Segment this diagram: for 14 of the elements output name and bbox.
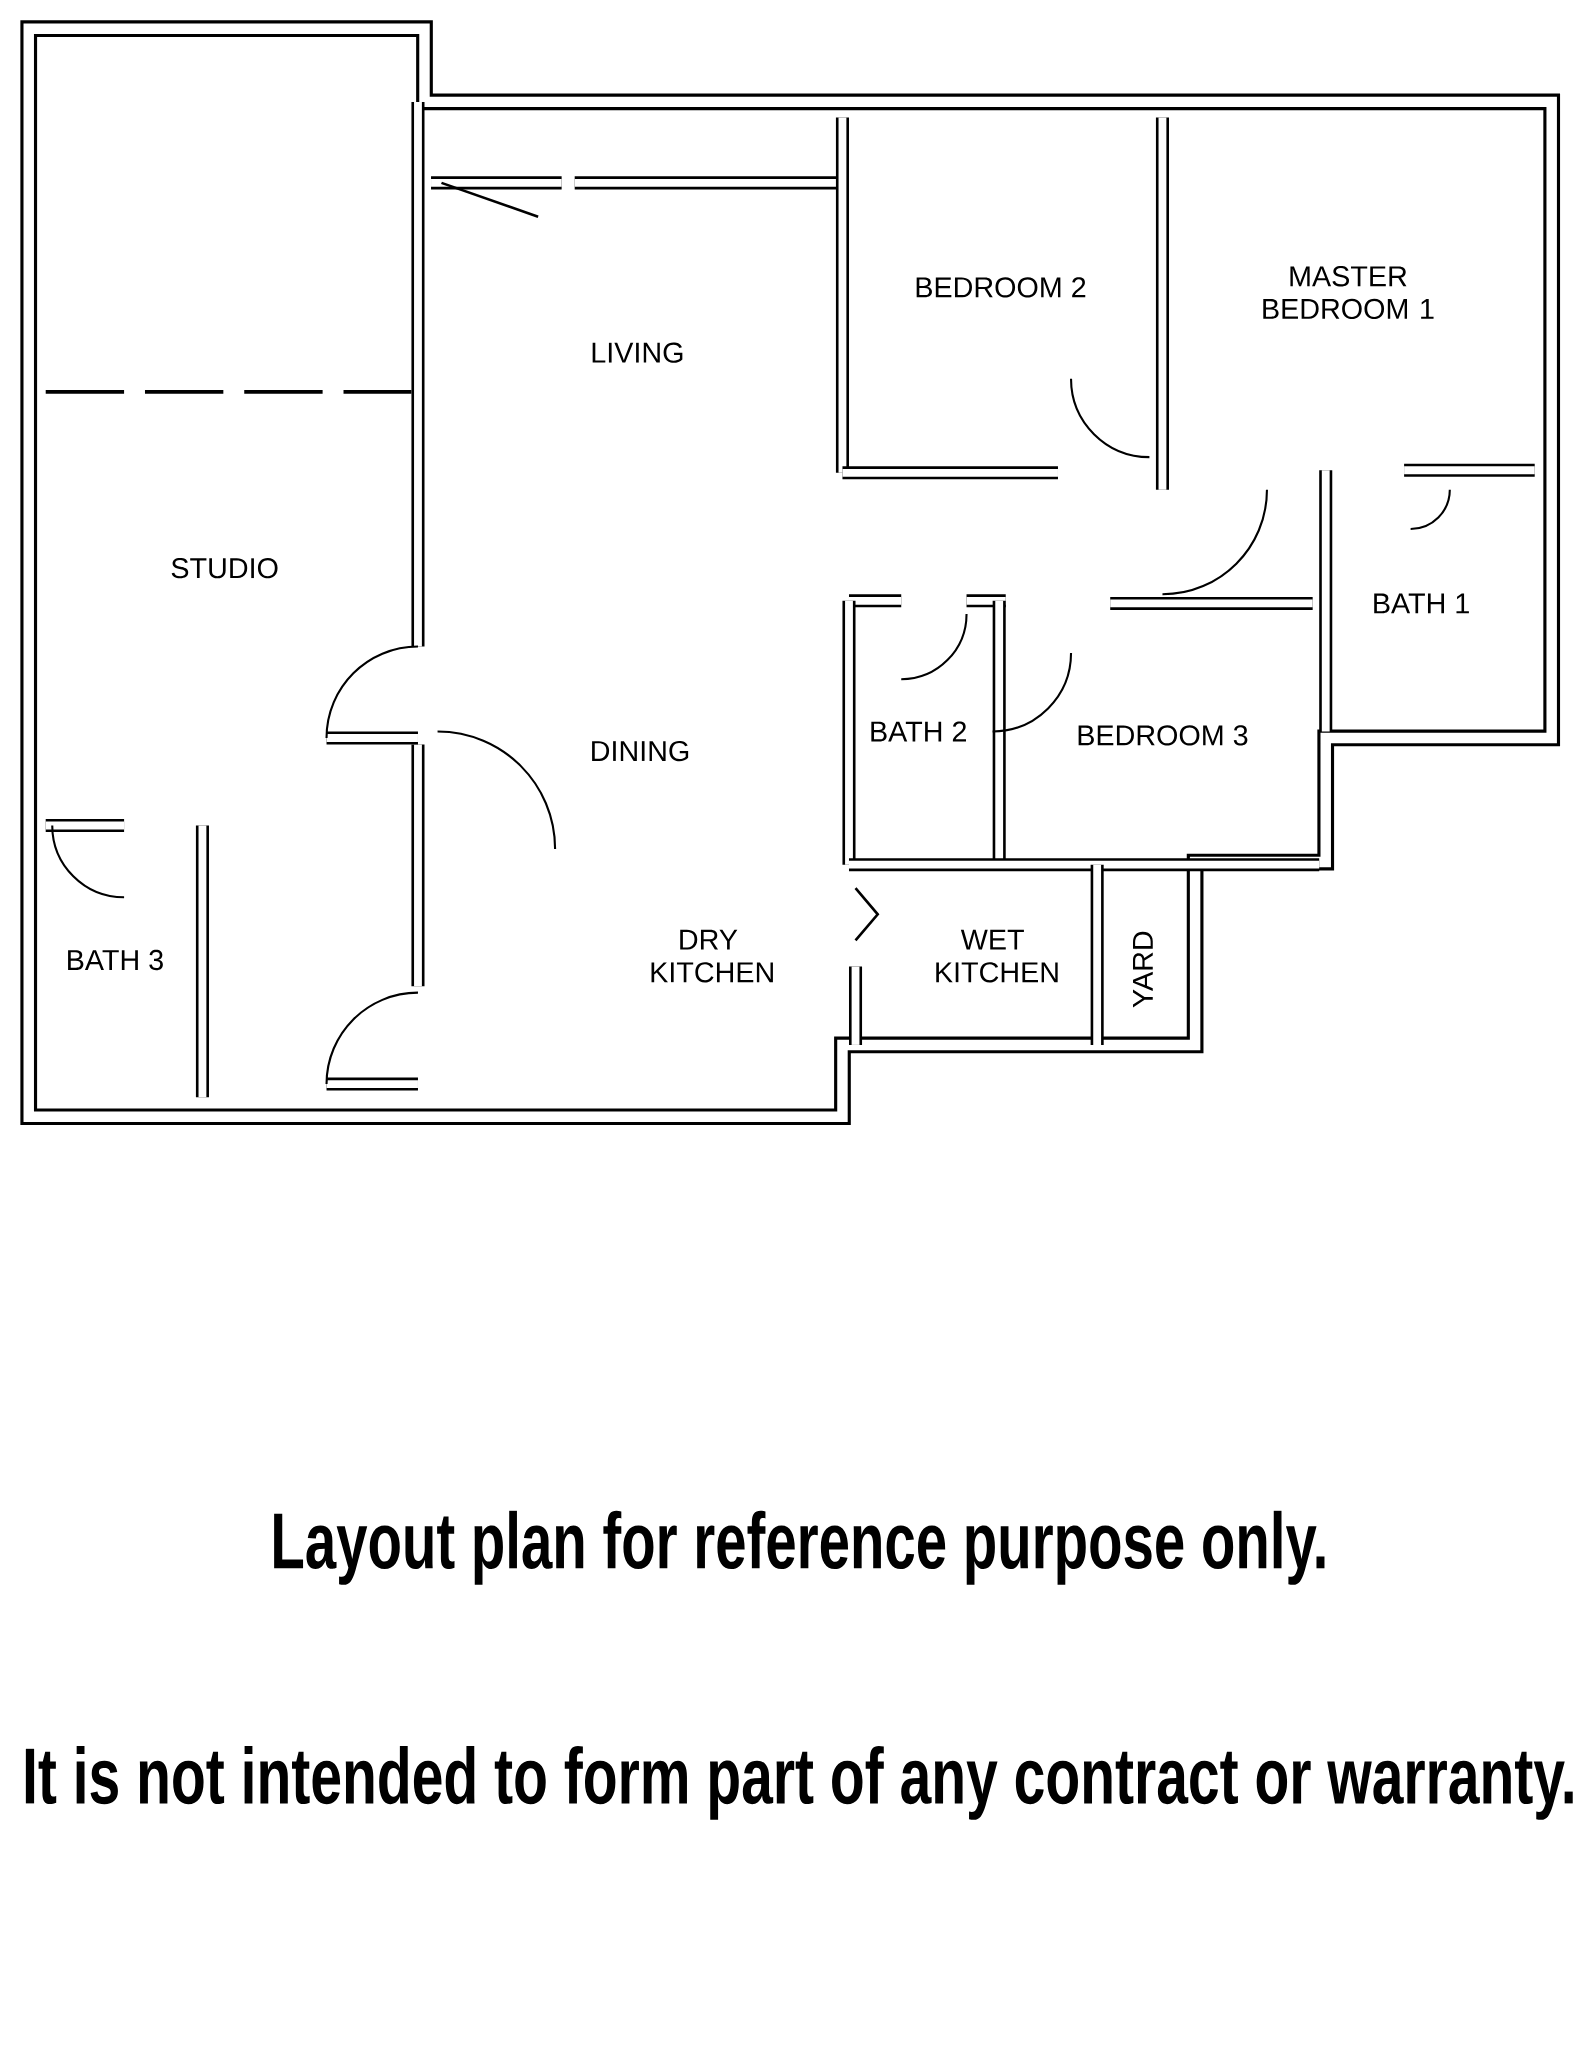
room-label: BEDROOM 2 bbox=[916, 277, 1086, 298]
room-label: BEDROOM 3 bbox=[1078, 725, 1248, 746]
room-label: BATH 3 bbox=[68, 949, 163, 971]
room-label: WET KITCHEN bbox=[936, 929, 1058, 983]
room-label: BATH 2 bbox=[871, 721, 966, 742]
room-label: MASTER BEDROOM 1 bbox=[1263, 266, 1434, 320]
room-label: BATH 1 bbox=[1374, 593, 1469, 614]
room-label: STUDIO bbox=[171, 558, 278, 579]
room-label: DINING bbox=[592, 740, 689, 762]
disclaimer-note: It is not intended to form part of any contract or warranty. bbox=[25, 1745, 1573, 1820]
room-label: LIVING bbox=[592, 342, 683, 363]
disclaimer-note: Layout plan for reference purpose only. bbox=[274, 1510, 1325, 1585]
room-label: YARD bbox=[1133, 931, 1153, 1008]
room-label: DRY KITCHEN bbox=[651, 929, 773, 983]
